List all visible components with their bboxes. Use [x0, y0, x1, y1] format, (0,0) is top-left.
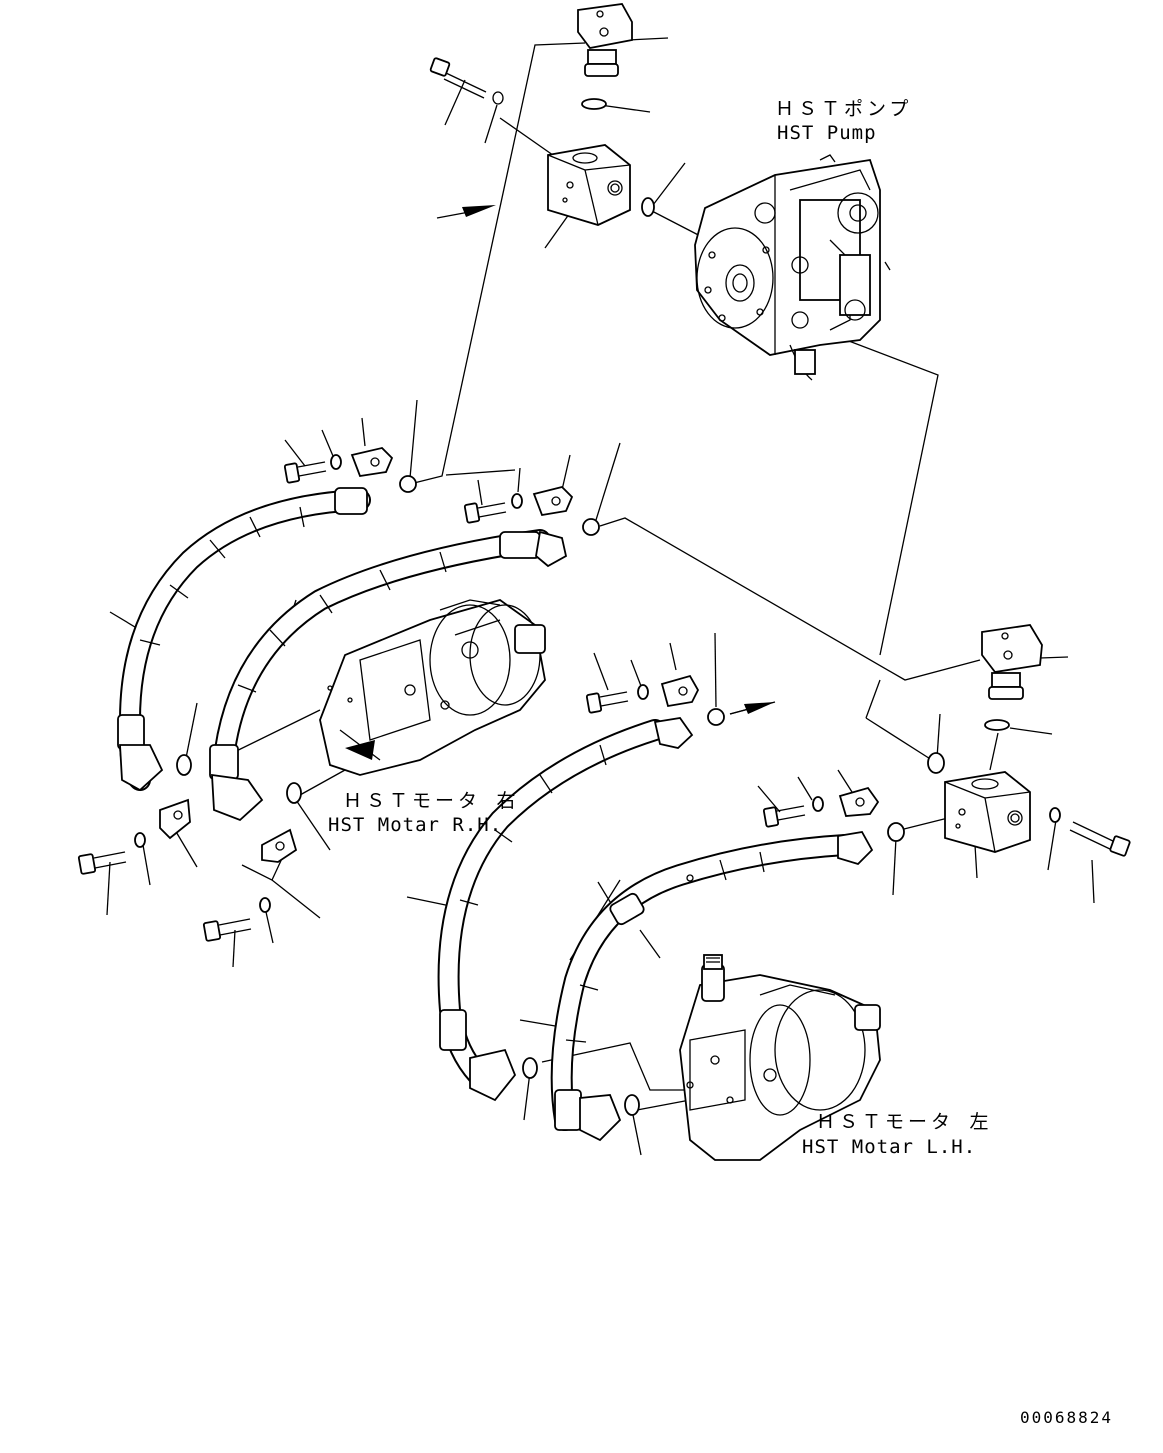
- top-fitting: [577, 3, 633, 77]
- motor-rh-label-en: HST Motar R.H.: [328, 814, 503, 836]
- hst-motor-left: [679, 954, 881, 1161]
- bolt-group-6: [762, 786, 880, 828]
- hose-rh-outer: [117, 487, 371, 792]
- o-ring-rh-1: [176, 754, 192, 776]
- o-ring-right-top: [984, 719, 1010, 731]
- pump-label-en: HST Pump: [777, 122, 877, 144]
- bolt-group-5: [585, 674, 725, 726]
- o-ring-top: [581, 98, 607, 110]
- motor-rh-label-jp: ＨＳＴモータ 右: [343, 790, 520, 812]
- pump-label-jp: ＨＳＴポンプ: [775, 98, 913, 120]
- bolt-group-3: [77, 798, 191, 875]
- hose-wrap-marks: [139, 506, 765, 1043]
- hst-motor-right: [319, 599, 546, 776]
- hose-lh-inner: [550, 831, 874, 1142]
- o-ring-rh-2: [286, 782, 302, 804]
- right-fitting: [981, 624, 1043, 700]
- bolt-group-2: [463, 486, 600, 536]
- hst-pump: [694, 154, 891, 381]
- motor-lh-label-jp: ＨＳＴモータ 左: [816, 1111, 993, 1133]
- assembly-arrows: [436, 205, 775, 715]
- o-ring-pump: [641, 197, 655, 217]
- o-ring-lh-top: [887, 822, 905, 842]
- hose-rh-inner: [209, 529, 568, 822]
- right-manifold-block: [944, 771, 1031, 853]
- o-ring-lh-1: [522, 1057, 538, 1079]
- motor-lh-label-en: HST Motar L.H.: [802, 1136, 977, 1158]
- o-ring-lh-2: [624, 1094, 640, 1116]
- bolt-top: [429, 57, 504, 105]
- top-manifold-block: [547, 144, 631, 226]
- hose-lh-outer: [437, 717, 694, 1102]
- document-number: 00068824: [1020, 1408, 1114, 1427]
- o-ring-right-side: [927, 752, 945, 774]
- bolt-group-4: [202, 828, 298, 942]
- bolt-group-1: [283, 447, 417, 493]
- bolt-right: [1049, 807, 1131, 857]
